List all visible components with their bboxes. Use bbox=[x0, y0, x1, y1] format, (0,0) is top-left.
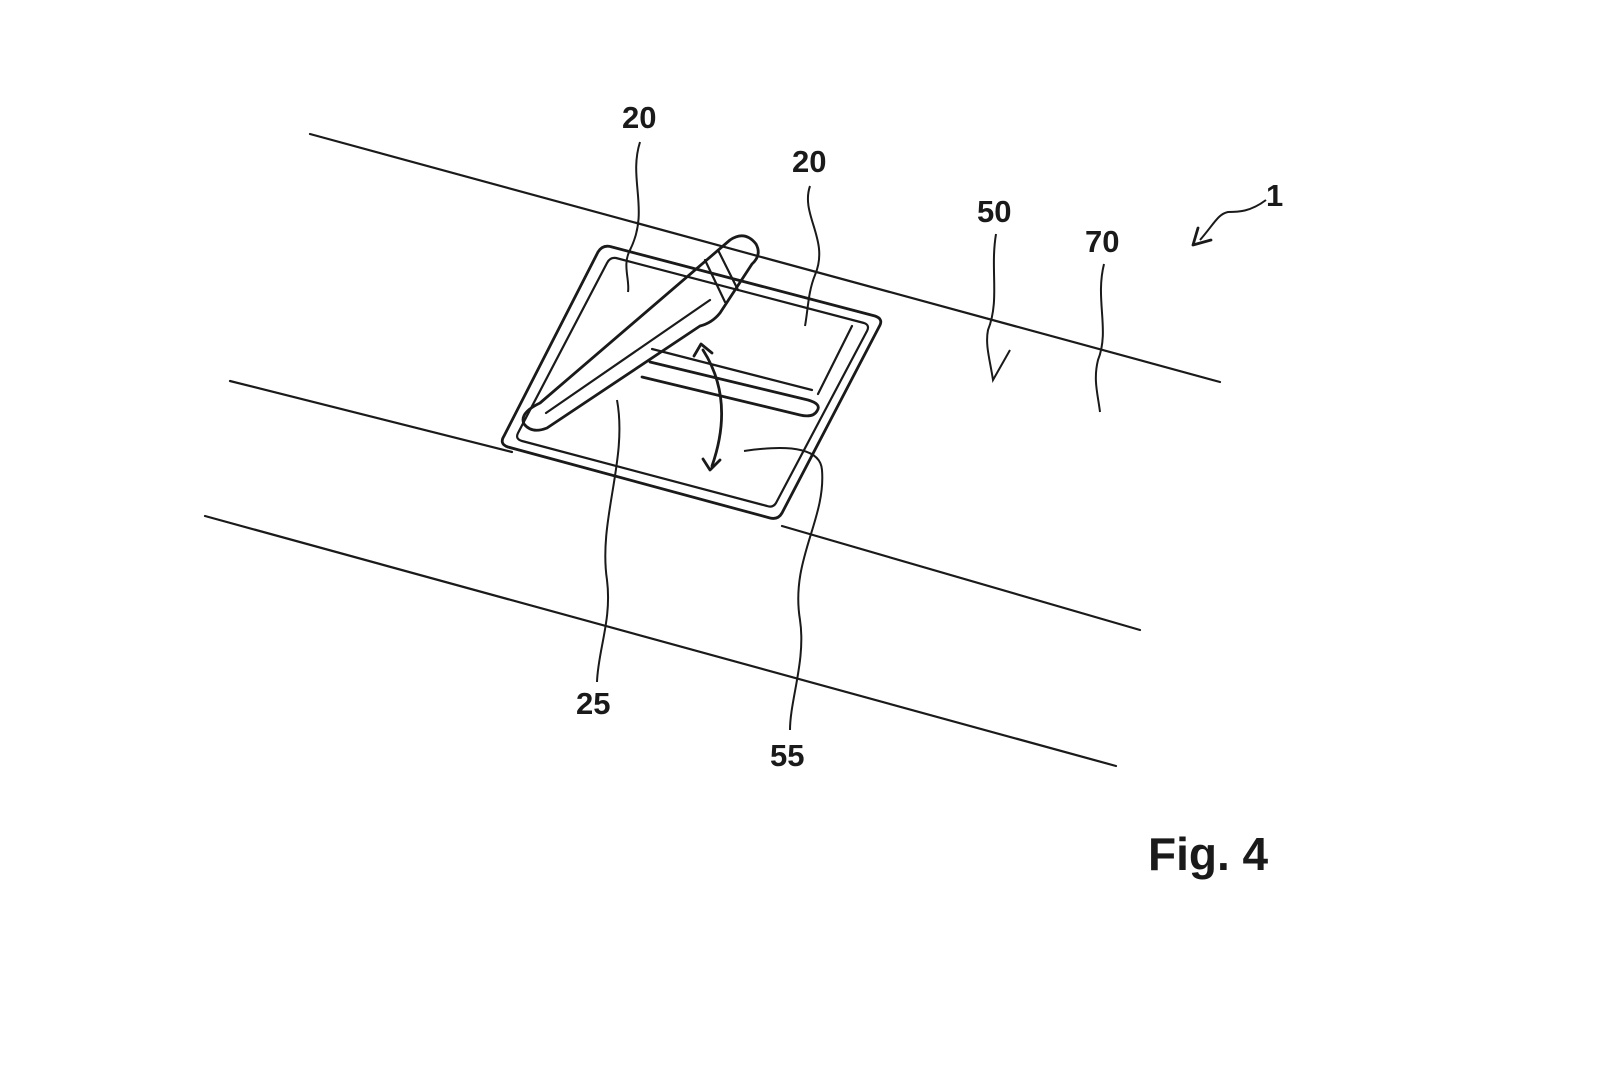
label-1: 1 bbox=[1266, 178, 1283, 213]
leader-70 bbox=[1094, 263, 1105, 413]
leader-20-right bbox=[804, 185, 821, 327]
flip-bar-body bbox=[640, 360, 820, 418]
recess-floor-edge-right bbox=[816, 324, 854, 396]
raised-handle-top-face bbox=[703, 258, 727, 304]
panel-edges bbox=[203, 132, 1222, 768]
pivot-arrow-curve bbox=[701, 348, 724, 468]
label-20-left: 20 bbox=[622, 100, 656, 135]
pivot-arrow bbox=[692, 342, 724, 472]
panel-edge-bottom bbox=[203, 514, 1118, 768]
label-50: 50 bbox=[977, 194, 1011, 229]
panel-edge-middle-left bbox=[228, 379, 514, 454]
recess-outer-frame bbox=[500, 244, 883, 520]
label-55: 55 bbox=[770, 738, 804, 773]
raised-handle-top-face-2 bbox=[716, 248, 740, 292]
leader-50 bbox=[986, 233, 1011, 384]
raised-handle-body bbox=[521, 234, 760, 432]
leader-lines bbox=[596, 141, 1267, 731]
leader-55 bbox=[743, 447, 824, 731]
panel-edge-middle-right bbox=[780, 524, 1142, 632]
raised-handle bbox=[521, 234, 760, 432]
leader-1 bbox=[1199, 199, 1267, 241]
recess-inner-frame bbox=[516, 256, 870, 508]
arrow-1-head bbox=[1191, 226, 1213, 247]
pivot-arrow-head-top bbox=[692, 342, 714, 358]
flip-bar bbox=[640, 347, 820, 418]
pivot-arrow-head-bottom bbox=[701, 457, 722, 472]
panel-edge-top bbox=[308, 132, 1222, 384]
label-20-right: 20 bbox=[792, 144, 826, 179]
reference-labels: 20 20 50 70 1 25 55 bbox=[576, 100, 1283, 773]
figure-caption: Fig. 4 bbox=[1148, 828, 1269, 880]
flip-bar-shade bbox=[650, 347, 814, 392]
leader-25 bbox=[596, 399, 621, 683]
label-70: 70 bbox=[1085, 224, 1119, 259]
leader-20-left bbox=[625, 141, 641, 293]
label-25: 25 bbox=[576, 686, 610, 721]
recess-housing bbox=[500, 244, 883, 520]
raised-handle-ridge bbox=[544, 298, 712, 415]
